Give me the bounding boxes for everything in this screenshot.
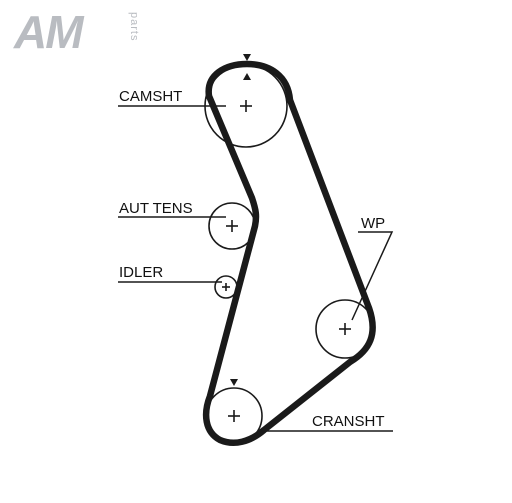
tensioner-pulley xyxy=(208,202,256,250)
idler-pulley xyxy=(214,275,238,299)
logo-text: AM xyxy=(14,6,84,58)
crankshaft-pulley xyxy=(205,387,263,445)
crankshaft-label: CRANSHT xyxy=(312,413,385,430)
leader-lines xyxy=(118,105,394,432)
camshaft-label: CAMSHT xyxy=(119,88,182,105)
water-pump-pulley xyxy=(315,299,375,359)
logo: AM parts xyxy=(14,6,144,58)
timing-belt xyxy=(202,60,376,446)
camshaft-timing-mark-inner-icon xyxy=(243,73,251,80)
idler-label: IDLER xyxy=(119,264,163,281)
crankshaft-timing-mark-icon xyxy=(230,379,238,386)
pulley-centres xyxy=(222,100,351,422)
camshaft-timing-mark-icon xyxy=(243,54,251,61)
tensioner-label: AUT TENS xyxy=(119,200,193,217)
water-pump-label: WP xyxy=(361,215,385,232)
